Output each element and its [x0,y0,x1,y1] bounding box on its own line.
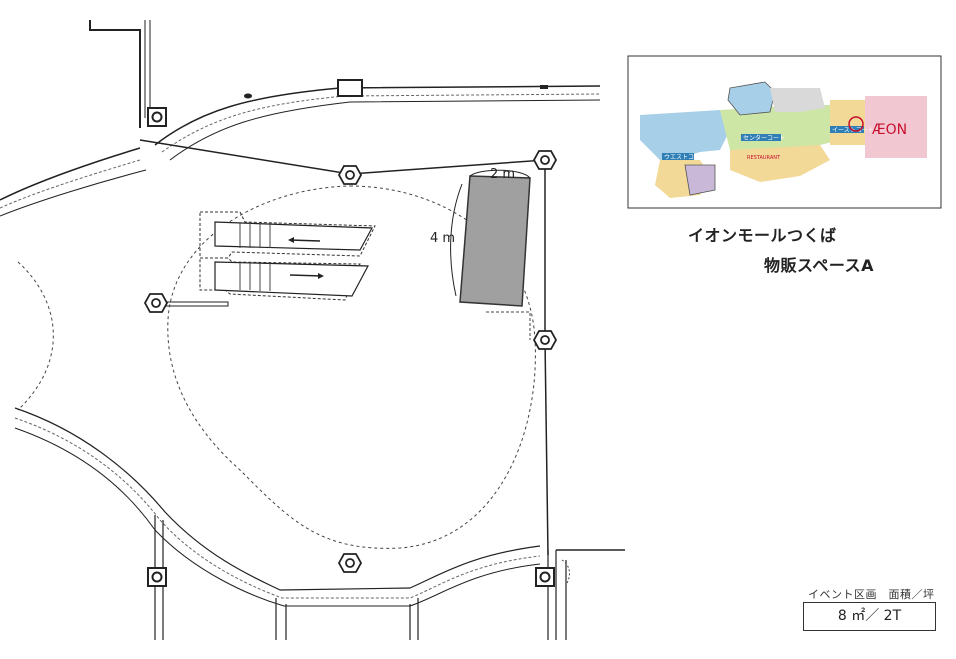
corridor-edge [0,169,147,217]
map-label-center: センターコート [743,134,785,142]
location-marker [848,116,864,132]
space-name: 物販スペースA [764,256,874,275]
area-label: イベント区画 面積／坪 [808,588,935,601]
map-label-restaurant: RESTAURANT [747,155,781,161]
dim-line-depth [450,183,463,297]
corridor-edge [169,99,601,161]
marker [540,85,548,89]
key-map: ウエストコート センターコート イーストコート RESTAURANT ÆON [627,55,942,209]
wall [275,598,419,640]
area-value: 8 ㎡／ 2T [803,602,936,631]
corridor-edge [14,417,541,599]
corridor-edge [14,427,541,607]
column [535,567,555,587]
dim-depth-label: 4 m [430,231,455,246]
column-round [337,553,363,573]
dashed-arc [17,261,54,411]
dashed-circle [167,185,536,549]
wall [89,20,141,128]
door-swing [561,559,570,586]
column-round [532,330,558,350]
escalator [199,211,376,259]
column-round [337,165,363,185]
corridor-edge [14,407,541,591]
column-round [532,150,558,170]
aeon-logo: ÆON [872,122,907,138]
dim-line-width [469,169,531,179]
corridor-edge [0,159,141,209]
booth [459,175,531,307]
column [147,567,167,587]
dim-width-label: 2 m [490,167,515,182]
corridor-edge [0,147,141,201]
escalator [199,257,369,301]
door-frame [337,79,363,97]
marker [244,93,252,99]
map-label-west: ウエストコート [664,153,706,161]
mall-name: イオンモールつくば [688,226,837,245]
wall [547,550,567,640]
corridor-edge [154,85,601,146]
booth-outline [486,311,531,340]
column [147,107,167,127]
column-round [143,293,169,313]
corridor-edge [161,93,601,153]
